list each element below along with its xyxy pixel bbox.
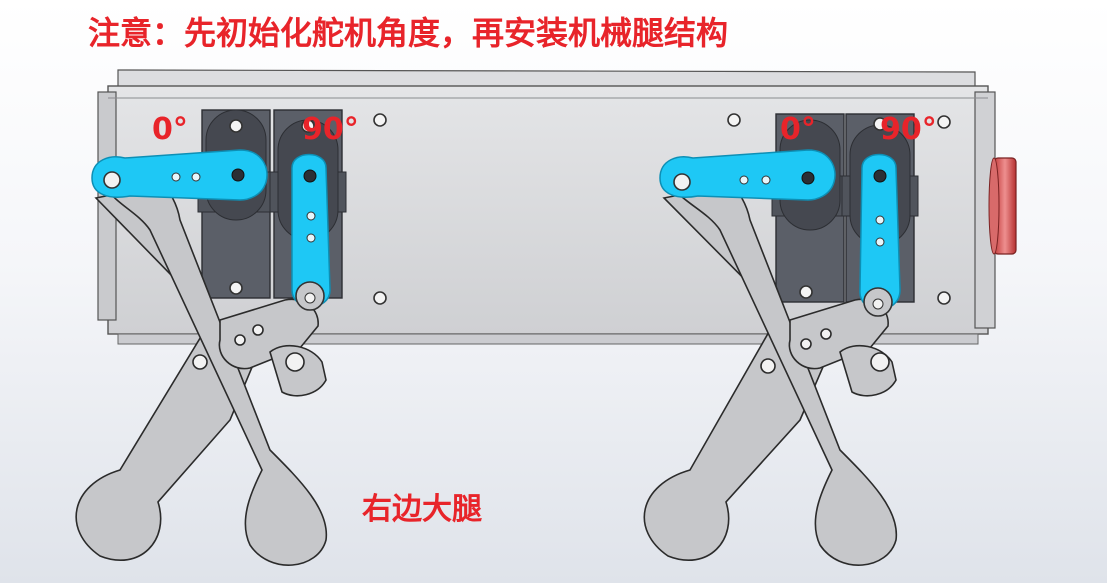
angle-label-left-rear: 90° (302, 112, 359, 147)
angle-label-left-front: 0° (152, 112, 188, 147)
leg-right (643, 167, 898, 566)
warning-note: 注意：先初始化舵机角度，再安装机械腿结构 (88, 14, 729, 52)
angle-label-right-front: 0° (780, 112, 816, 147)
angle-label-right-rear: 90° (880, 112, 937, 147)
motor-cylinder (988, 157, 1017, 255)
servo-horn-left-front (91, 149, 268, 201)
servo-horn-right-front (659, 149, 836, 201)
servo-horn-right-rear (859, 153, 901, 317)
servo-left-front (197, 109, 275, 299)
leg-left (75, 167, 328, 566)
servo-horn-left-rear (291, 153, 331, 311)
right-thigh-caption: 右边大腿 (362, 492, 482, 527)
servo-right-front (771, 113, 849, 303)
